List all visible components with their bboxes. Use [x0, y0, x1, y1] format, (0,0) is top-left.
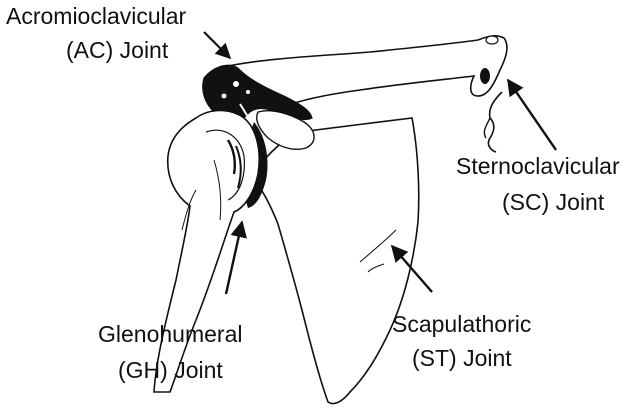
sternum-edge: [488, 92, 502, 152]
arrow-ac: [204, 32, 230, 58]
arrow-gh: [226, 222, 242, 294]
label-sc-line2: (SC) Joint: [502, 189, 605, 215]
arrow-sc: [508, 80, 556, 150]
label-gh-line2: (GH) Joint: [118, 357, 223, 383]
label-gh-line1: Glenohumeral: [98, 321, 242, 347]
label-st-line2: (ST) Joint: [412, 345, 512, 371]
label-st-line1: Scapulathoric: [392, 311, 531, 337]
label-ac-line1: Acromioclavicular: [6, 3, 187, 29]
label-ac-line2: (AC) Joint: [66, 37, 169, 63]
label-sc-line1: Sternoclavicular: [456, 153, 620, 179]
scapula-outline: [252, 118, 419, 404]
